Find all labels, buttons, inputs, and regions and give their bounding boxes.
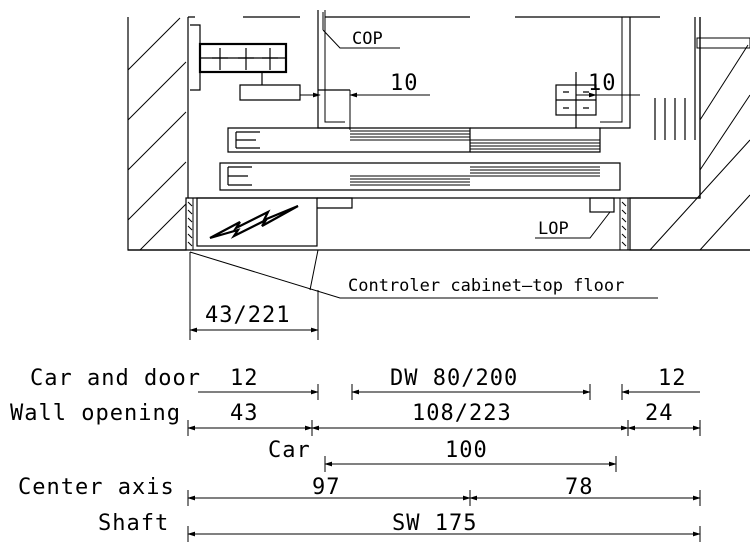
wall-opening-left: 43 xyxy=(230,401,259,426)
row-shaft: Shaft SW 175 xyxy=(98,511,701,542)
wall-opening-right: 24 xyxy=(645,401,674,426)
lop-leader xyxy=(535,211,611,239)
cabinet-width-value: 43/221 xyxy=(205,303,290,328)
car-door-label: Car and door xyxy=(30,366,201,391)
landing-door-panels xyxy=(219,162,621,191)
gap-left-value: 10 xyxy=(390,71,419,96)
cop-label: COP xyxy=(352,29,383,49)
shaft-label: Shaft xyxy=(98,511,169,536)
cop-leader xyxy=(322,12,400,49)
car-door-right: 12 xyxy=(658,366,687,391)
lop-box xyxy=(589,197,629,251)
gap-dimension-left: 10 xyxy=(300,71,430,130)
right-wall-hatch xyxy=(649,44,750,251)
plan-view: COP 10 10 LOP Controler cabinet–top floo… xyxy=(127,10,750,340)
dimension-table: Car and door 12 DW 80/200 12 Wall openin… xyxy=(10,366,701,542)
controller-cabinet xyxy=(185,197,353,251)
left-wall xyxy=(127,17,189,251)
row-wall-opening: Wall opening 43 108/223 24 xyxy=(10,401,701,436)
row-car: Car 100 xyxy=(268,438,617,472)
car-door-middle: DW 80/200 xyxy=(390,366,518,391)
center-axis-left: 97 xyxy=(312,475,341,500)
row-center-axis: Center axis 97 78 xyxy=(18,475,701,506)
left-wall-hatch xyxy=(127,17,187,251)
gap-dimension-right: 10 xyxy=(576,71,640,98)
center-axis-label: Center axis xyxy=(18,475,175,500)
cabinet-leader xyxy=(189,249,658,299)
car-door-left: 12 xyxy=(230,366,259,391)
wall-opening-middle: 108/223 xyxy=(412,401,512,426)
left-guide-bracket xyxy=(190,24,301,101)
lop-label: LOP xyxy=(538,219,569,239)
row-car-door: Car and door 12 DW 80/200 12 xyxy=(30,366,700,400)
wall-opening-label: Wall opening xyxy=(10,401,181,426)
car-label: Car xyxy=(268,438,311,463)
car-outline xyxy=(317,10,631,129)
car-door-panels xyxy=(227,127,601,153)
gap-right-value: 10 xyxy=(588,71,617,96)
shaft-middle: SW 175 xyxy=(392,511,477,536)
center-axis-right: 78 xyxy=(565,475,594,500)
cabinet-label: Controler cabinet–top floor xyxy=(348,276,624,296)
right-guide-rail xyxy=(555,72,597,128)
car-middle: 100 xyxy=(445,438,488,463)
